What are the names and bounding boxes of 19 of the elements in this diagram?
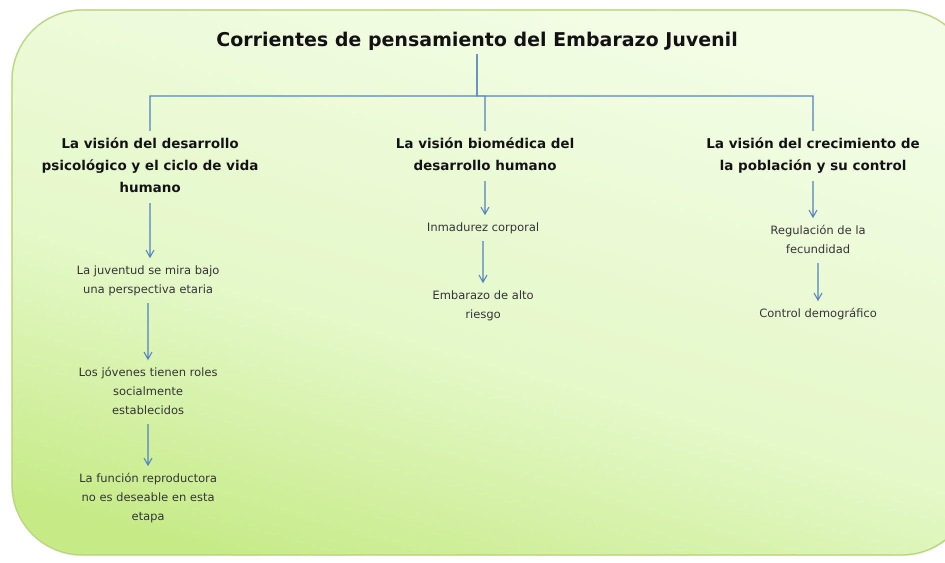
arrow: [478, 241, 488, 283]
concept-text: Inmadurez corporal: [426, 219, 540, 236]
connector-line: [476, 54, 814, 131]
category-heading: La visión del crecimiento de la población y su control: [705, 135, 921, 176]
arrow: [480, 181, 490, 215]
category-heading: La visión biomédica del desarrollo humano: [394, 135, 576, 176]
concept-text: Regulación de la fecundidad: [769, 222, 867, 258]
root-concept-text: Corrientes de pensamiento del Embarazo Juvenil: [216, 28, 738, 52]
concept-text: La juventud se mira bajo una perspectiva etaria: [76, 262, 220, 298]
arrow: [143, 424, 153, 466]
arrow: [813, 263, 823, 301]
category-heading: La visión del desarrollo psicológico y el ciclo de vida humano: [40, 135, 260, 198]
arrow: [143, 303, 153, 360]
arrow: [808, 181, 818, 218]
concept-text: La función reproductora no es deseable en esta etapa: [78, 470, 218, 525]
concept-text: Embarazo de alto riesgo: [431, 287, 535, 323]
arrow: [145, 203, 155, 258]
concept-text: Control demográfico: [759, 305, 877, 322]
concept-text: Los jóvenes tienen roles socialmente establecidos: [78, 364, 218, 419]
